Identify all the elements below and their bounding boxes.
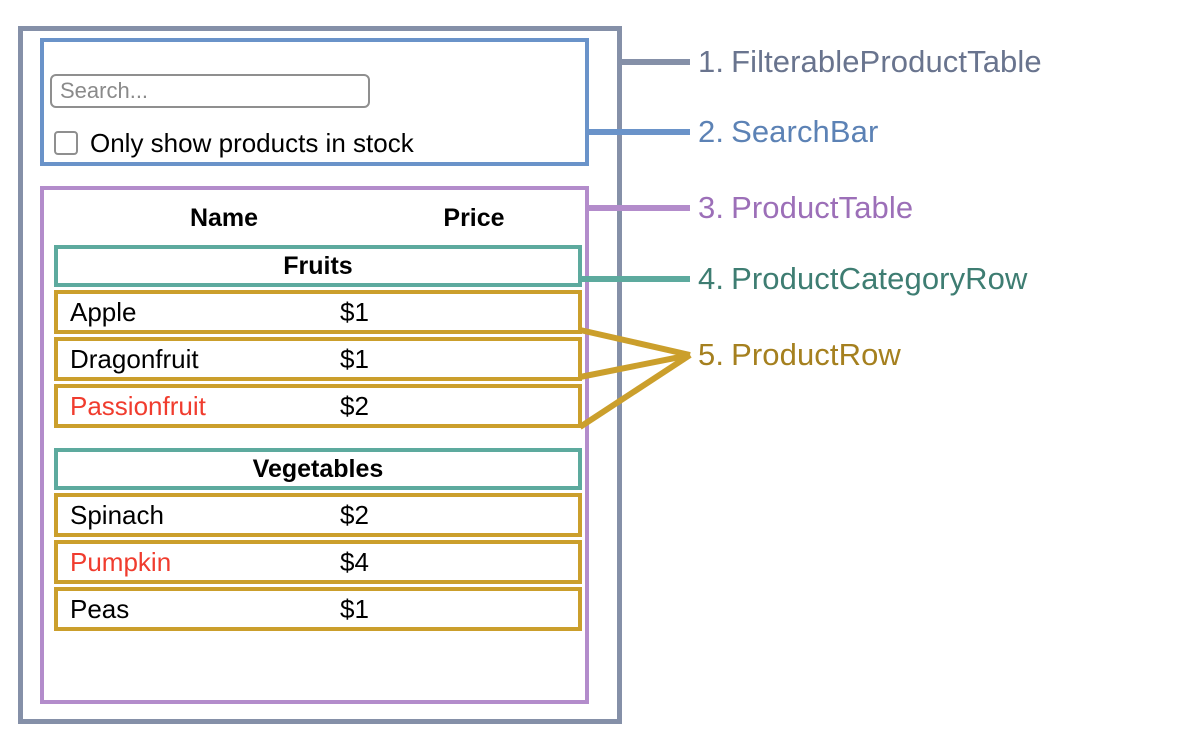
product-row[interactable]: Spinach $2 — [54, 493, 582, 537]
search-input[interactable] — [50, 74, 370, 108]
product-row[interactable]: Peas $1 — [54, 587, 582, 631]
legend-text: FilterableProductTable — [731, 44, 1042, 79]
legend-number: 4. — [698, 261, 725, 296]
product-row[interactable]: Passionfruit $2 — [54, 384, 582, 428]
product-name: Apple — [70, 296, 137, 327]
product-row[interactable]: Apple $1 — [54, 290, 582, 334]
product-row[interactable]: Dragonfruit $1 — [54, 337, 582, 381]
legend-number: 2. — [698, 114, 725, 149]
legend-item-product-table: 3.ProductTable — [698, 190, 913, 226]
product-price: $1 — [340, 343, 369, 374]
product-name: Dragonfruit — [70, 343, 199, 374]
column-header-name: Name — [189, 203, 259, 232]
in-stock-filter-row[interactable]: Only show products in stock — [50, 125, 414, 161]
in-stock-checkbox[interactable] — [54, 131, 78, 155]
product-row[interactable]: Pumpkin $4 — [54, 540, 582, 584]
product-price: $1 — [340, 296, 369, 327]
product-price: $4 — [340, 546, 369, 577]
legend-text: SearchBar — [731, 114, 879, 149]
legend-number: 5. — [698, 337, 725, 372]
product-table: Name Price Fruits Apple $1 Dragonfruit $… — [54, 195, 582, 631]
product-name: Passionfruit — [70, 390, 206, 421]
legend-number: 3. — [698, 190, 725, 225]
legend-text: ProductTable — [731, 190, 914, 225]
legend-item-search-bar: 2.SearchBar — [698, 114, 878, 150]
product-price: $2 — [340, 390, 369, 421]
legend-item-product-category-row: 4.ProductCategoryRow — [698, 261, 1028, 297]
legend-text: ProductRow — [731, 337, 901, 372]
column-header-price: Price — [443, 203, 505, 232]
legend-text: ProductCategoryRow — [731, 261, 1028, 296]
product-category-row: Fruits — [54, 245, 582, 287]
in-stock-checkbox-label: Only show products in stock — [90, 127, 414, 158]
table-header-row: Name Price — [54, 195, 576, 241]
legend-item-filterable-product-table: 1.FilterableProductTable — [698, 44, 1042, 80]
product-name: Peas — [70, 593, 130, 624]
product-price: $2 — [340, 499, 369, 530]
legend-item-product-row: 5.ProductRow — [698, 337, 901, 373]
product-category-row: Vegetables — [54, 448, 582, 490]
legend-number: 1. — [698, 44, 725, 79]
product-price: $1 — [340, 593, 369, 624]
product-name: Pumpkin — [70, 546, 172, 577]
product-name: Spinach — [70, 499, 164, 530]
